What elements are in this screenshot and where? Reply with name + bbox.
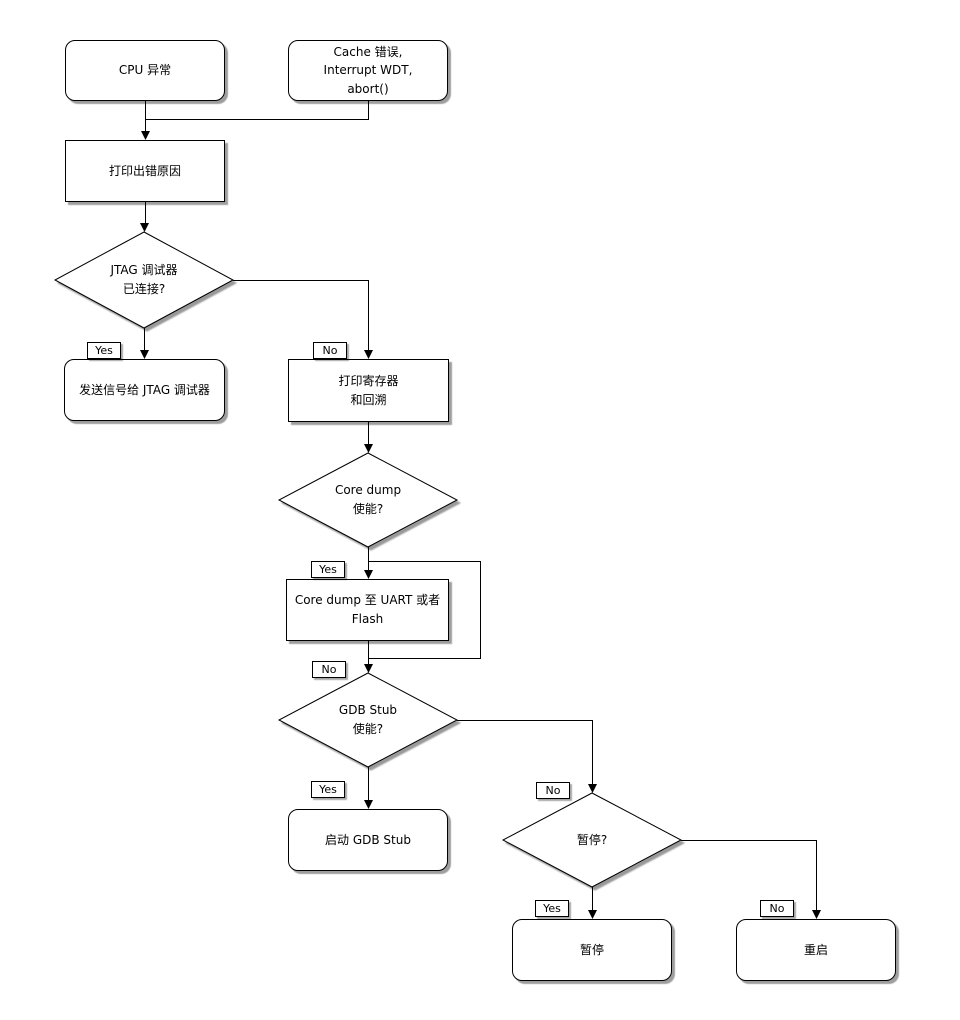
edge-label-gdbstub-no: No xyxy=(536,782,570,799)
edge-coredump-bypass xyxy=(368,561,481,659)
decision-diamonds xyxy=(53,231,683,888)
arrowhead xyxy=(141,131,150,140)
node-reboot: 重启 xyxy=(736,919,896,981)
edge-label-coredump-yes: Yes xyxy=(311,561,345,578)
arrowhead xyxy=(364,350,373,359)
edge-cache-merge xyxy=(145,101,369,131)
arrowhead xyxy=(364,664,373,673)
diamond-jtag-connected xyxy=(53,231,235,329)
edge-label-jtag-yes: Yes xyxy=(87,342,121,359)
arrowhead xyxy=(588,910,597,919)
edge-jtag-no xyxy=(233,280,369,351)
node-send-signal-jtag: 发送信号给 JTAG 调试器 xyxy=(64,359,225,421)
edge-gdb-no xyxy=(457,720,593,785)
edge-label-halt-no: No xyxy=(760,900,794,917)
connector-lines xyxy=(144,101,817,911)
edge-label-halt-yes: Yes xyxy=(535,900,569,917)
node-print-registers-backtrace: 打印寄存器 和回溯 xyxy=(288,359,449,422)
arrowhead xyxy=(364,570,373,579)
diamond-halt-question xyxy=(501,792,683,888)
arrowhead xyxy=(140,350,149,359)
node-cpu-exception: CPU 异常 xyxy=(65,40,225,101)
node-coredump-to-uart-flash: Core dump 至 UART 或者 Flash xyxy=(286,579,449,641)
arrowhead xyxy=(364,444,373,453)
edge-halt-no xyxy=(681,840,817,911)
arrowheads xyxy=(140,131,821,919)
arrowhead xyxy=(588,784,597,793)
diamond-coredump-enabled xyxy=(277,452,459,548)
edge-label-gdbstub-yes: Yes xyxy=(311,781,345,798)
node-halt: 暂停 xyxy=(512,919,672,981)
diamond-gdbstub-enabled xyxy=(277,672,459,768)
node-start-gdbstub: 启动 GDB Stub xyxy=(288,809,448,871)
node-print-error-reason: 打印出错原因 xyxy=(65,140,225,202)
node-cache-error: Cache 错误, Interrupt WDT, abort() xyxy=(288,40,448,101)
arrowhead xyxy=(140,223,149,232)
edge-label-jtag-no: No xyxy=(313,342,347,359)
edge-label-coredump-no: No xyxy=(312,661,346,678)
arrowhead xyxy=(364,800,373,809)
arrowhead xyxy=(812,910,821,919)
